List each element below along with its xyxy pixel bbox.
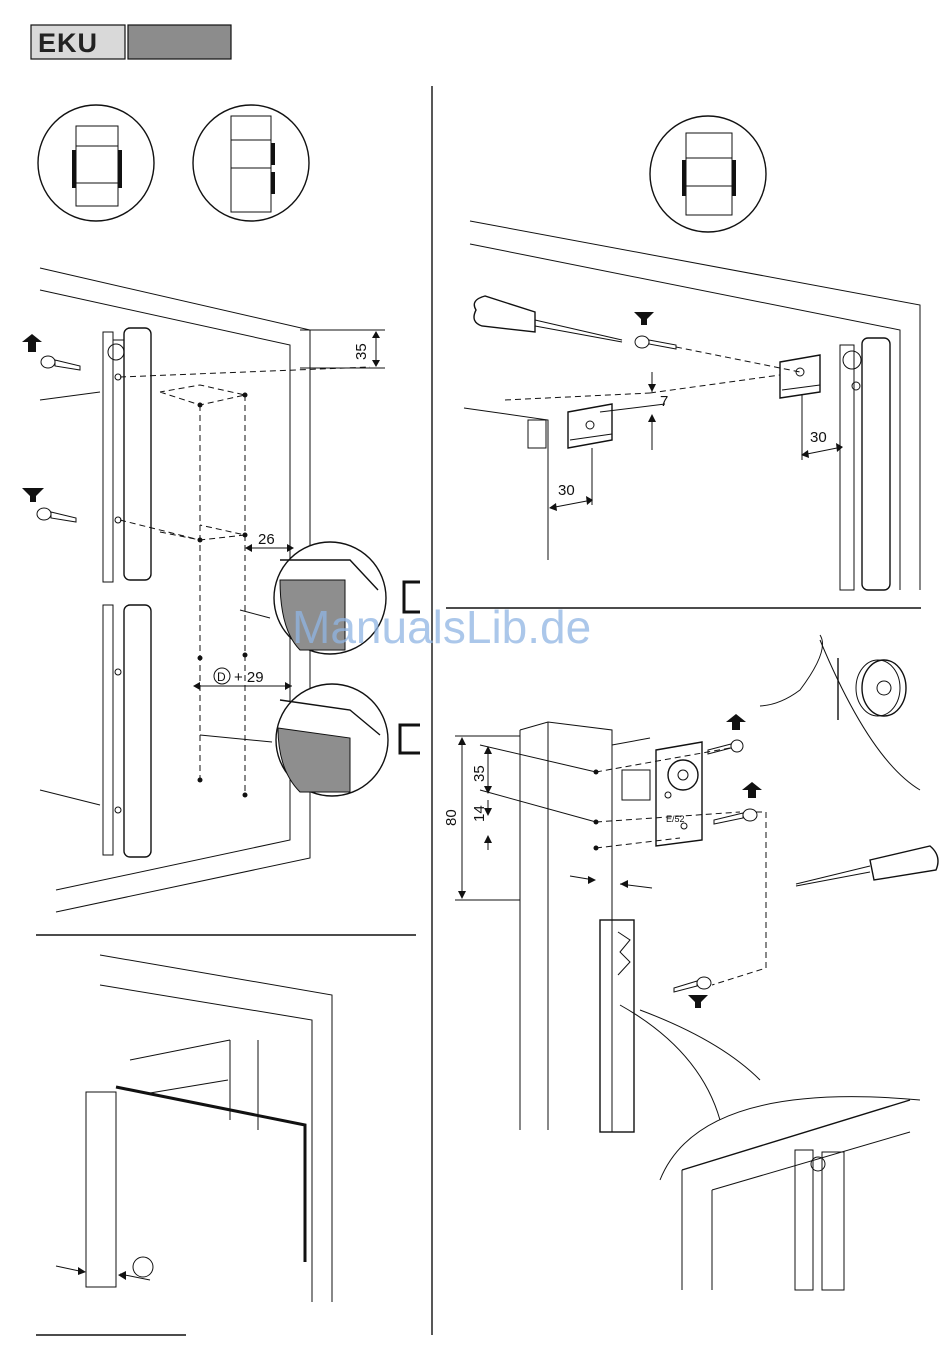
bottom-runner-drawing: E/52	[520, 635, 938, 1290]
bracket-label: E/52	[666, 814, 685, 824]
dim-30-right-label: 30	[810, 429, 827, 446]
door-gap-drawing	[56, 955, 332, 1302]
wheel-detail-icon	[838, 658, 906, 720]
logo-text: EKU	[38, 28, 98, 58]
runner-clip-left	[568, 404, 612, 448]
dim-d-symbol: D	[217, 670, 226, 684]
board-detail-drawing	[660, 1097, 920, 1290]
dim-35-label: 35	[353, 343, 370, 360]
dim-14: 14	[471, 800, 492, 850]
dim-80-label: 80	[443, 809, 460, 826]
screw-remove-icon-top-right	[634, 312, 676, 349]
dim-26: 26	[245, 531, 294, 552]
dim-35-left: 35	[300, 330, 385, 368]
cabinet-variant-icon-2	[193, 105, 309, 221]
dim-14-label: 14	[471, 805, 488, 822]
screw-remove-icon-bottom-right	[674, 977, 711, 1008]
cabinet-variant-icon-3	[650, 116, 766, 232]
dim-7: 7	[600, 372, 668, 450]
screwdriver-icon-top	[474, 296, 622, 342]
watermark: ManualsLib.de	[292, 601, 591, 653]
profile-symbol-lower	[400, 725, 420, 753]
screwdriver-icon-bottom	[796, 846, 938, 886]
dim-30-left: 30	[549, 448, 593, 511]
runner-clip-right	[780, 355, 820, 398]
screw-insert-icon-lower-right	[714, 782, 762, 824]
dim-post-width	[570, 876, 652, 888]
screw-remove-icon-mid	[22, 488, 76, 522]
detail-circle-lower	[200, 684, 388, 796]
cabinet-variant-icon-1	[38, 105, 154, 221]
dim-35-right-label: 35	[471, 765, 488, 782]
screw-insert-icon-upper-right	[708, 714, 746, 754]
dim-30-right: 30	[801, 395, 843, 460]
top-runner-drawing	[464, 221, 920, 590]
dim-26-label: 26	[258, 531, 275, 548]
dim-7-label: 7	[660, 393, 668, 410]
dim-d-value: + 29	[234, 669, 264, 686]
dim-d-plus-29: D + 29	[193, 668, 292, 690]
screw-insert-icon-top	[22, 334, 80, 370]
eku-logo: EKU	[31, 25, 231, 59]
dim-30-left-label: 30	[558, 482, 575, 499]
